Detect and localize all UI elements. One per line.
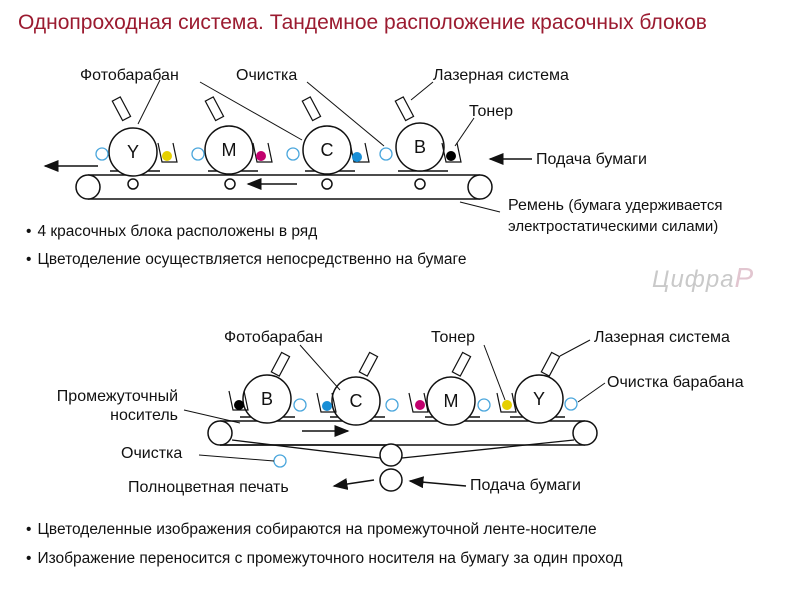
- toner-magenta-icon: [256, 151, 266, 161]
- top-drum-label: Фотобарабан: [80, 67, 179, 84]
- top-laser-label: Лазерная система: [433, 67, 569, 84]
- top-diagram: Y M C B: [43, 79, 532, 213]
- logo-mark: Р: [734, 262, 755, 293]
- top-paper-feed-label: Подача бумаги: [536, 151, 647, 168]
- bottom-drum-cleaning-label: Очистка барабана: [607, 374, 744, 391]
- toner-hopper-icon: [228, 390, 249, 411]
- cleaner-roller-icon: [95, 147, 109, 161]
- belt-note-1: (бумага удерживается: [568, 197, 723, 214]
- belt-v-shape: [231, 439, 575, 459]
- slide-title: Однопроходная система. Тандемное располо…: [18, 11, 707, 34]
- bottom-drum-label: Фотобарабан: [224, 329, 323, 346]
- bullet-text: Цветоделение осуществляется непосредстве…: [37, 251, 467, 268]
- toner-yellow-icon: [162, 151, 172, 161]
- intermediate-belt: [207, 420, 598, 492]
- top-bullet-1: •4 красочных блока расположены в ряд: [26, 223, 318, 240]
- intermediate-label-line-1: Промежуточный: [56, 388, 178, 405]
- cleaner-roller-icon: [379, 147, 393, 161]
- laser-unit-icon: [358, 351, 379, 377]
- toner-hopper-icon: [252, 142, 273, 163]
- top-belt: [75, 174, 493, 200]
- drum-label: Y: [127, 142, 139, 162]
- laser-unit-icon: [301, 96, 322, 122]
- drum-label: C: [350, 391, 363, 411]
- top-drum-m: M: [191, 96, 273, 175]
- bottom-laser-label: Лазерная система: [594, 329, 730, 346]
- top-leader-lines: [137, 79, 501, 213]
- toner-cyan-icon: [352, 152, 362, 162]
- toner-black-icon: [234, 400, 244, 410]
- toner-magenta-icon: [415, 400, 425, 410]
- bottom-drum-c: C: [316, 351, 399, 426]
- toner-hopper-icon: [496, 392, 517, 413]
- paper-feed-arrow: [408, 476, 467, 489]
- top-drum-y: Y: [95, 96, 178, 177]
- bullet-text: 4 красочных блока расположены в ряд: [37, 223, 318, 240]
- drum-label: C: [321, 140, 334, 160]
- drum-label: M: [444, 391, 459, 411]
- bottom-diagram: B C M Y: [183, 339, 606, 492]
- top-toner-label: Тонер: [469, 103, 514, 120]
- cleaner-roller-icon: [385, 398, 399, 412]
- full-color-print-label: Полноцветная печать: [128, 479, 289, 496]
- toner-hopper-icon: [316, 392, 337, 413]
- bottom-drum-m: M: [408, 351, 491, 426]
- belt-label-text: Ремень: [508, 197, 564, 214]
- toner-hopper-icon: [441, 142, 462, 163]
- cleaner-roller-icon: [286, 147, 300, 161]
- cleaner-roller-icon: [564, 397, 578, 411]
- top-cleaning-label: Очистка: [236, 67, 298, 84]
- bottom-drum-b: B: [228, 351, 307, 424]
- drum-label: B: [414, 137, 426, 157]
- cleaner-roller-icon: [293, 398, 307, 412]
- bullet-text: Цветоделенные изображения собираются на …: [37, 521, 597, 538]
- bottom-bullet-2: •Изображение переносится с промежуточног…: [26, 550, 623, 567]
- laser-unit-icon: [451, 351, 472, 377]
- intermediate-label-line-2: носитель: [110, 407, 178, 424]
- laser-unit-icon: [111, 96, 132, 122]
- belt-cleaner-icon: [273, 454, 287, 468]
- bottom-paper-feed-label: Подача бумаги: [470, 477, 581, 494]
- top-drum-b: B: [379, 96, 462, 172]
- laser-unit-icon: [394, 96, 415, 122]
- laser-unit-icon: [204, 96, 225, 122]
- toner-yellow-icon: [502, 400, 512, 410]
- cleaner-roller-icon: [191, 147, 205, 161]
- top-drum-c: C: [286, 96, 370, 175]
- cleaner-roller-icon: [477, 398, 491, 412]
- bottom-cleaning-label: Очистка: [121, 445, 183, 462]
- bottom-bullet-1: •Цветоделенные изображения собираются на…: [26, 521, 597, 538]
- drum-label: M: [222, 140, 237, 160]
- bottom-toner-label: Тонер: [431, 329, 476, 346]
- intermediate-label: Промежуточный носитель: [26, 387, 178, 425]
- laser-unit-icon: [270, 351, 291, 377]
- belt-note-2: электростатическими силами): [508, 218, 719, 235]
- drum-label: B: [261, 389, 273, 409]
- drum-label: Y: [533, 389, 545, 409]
- bullet-text: Изображение переносится с промежуточного…: [37, 550, 623, 567]
- top-bullet-2: •Цветоделение осуществляется непосредств…: [26, 251, 467, 268]
- toner-black-icon: [446, 151, 456, 161]
- bottom-drum-y: Y: [496, 351, 578, 424]
- toner-hopper-icon: [157, 142, 178, 163]
- laser-unit-icon: [540, 351, 561, 377]
- top-belt-label: Ремень (бумага удерживается: [508, 196, 722, 215]
- cifra-logo: ЦифраР: [652, 262, 754, 294]
- toner-hopper-icon: [408, 392, 429, 413]
- bottom-leader-lines: [183, 339, 606, 462]
- logo-text: Цифра: [652, 266, 735, 293]
- toner-hopper-icon: [349, 142, 370, 163]
- toner-cyan-icon: [322, 401, 332, 411]
- output-arrow: [332, 478, 375, 490]
